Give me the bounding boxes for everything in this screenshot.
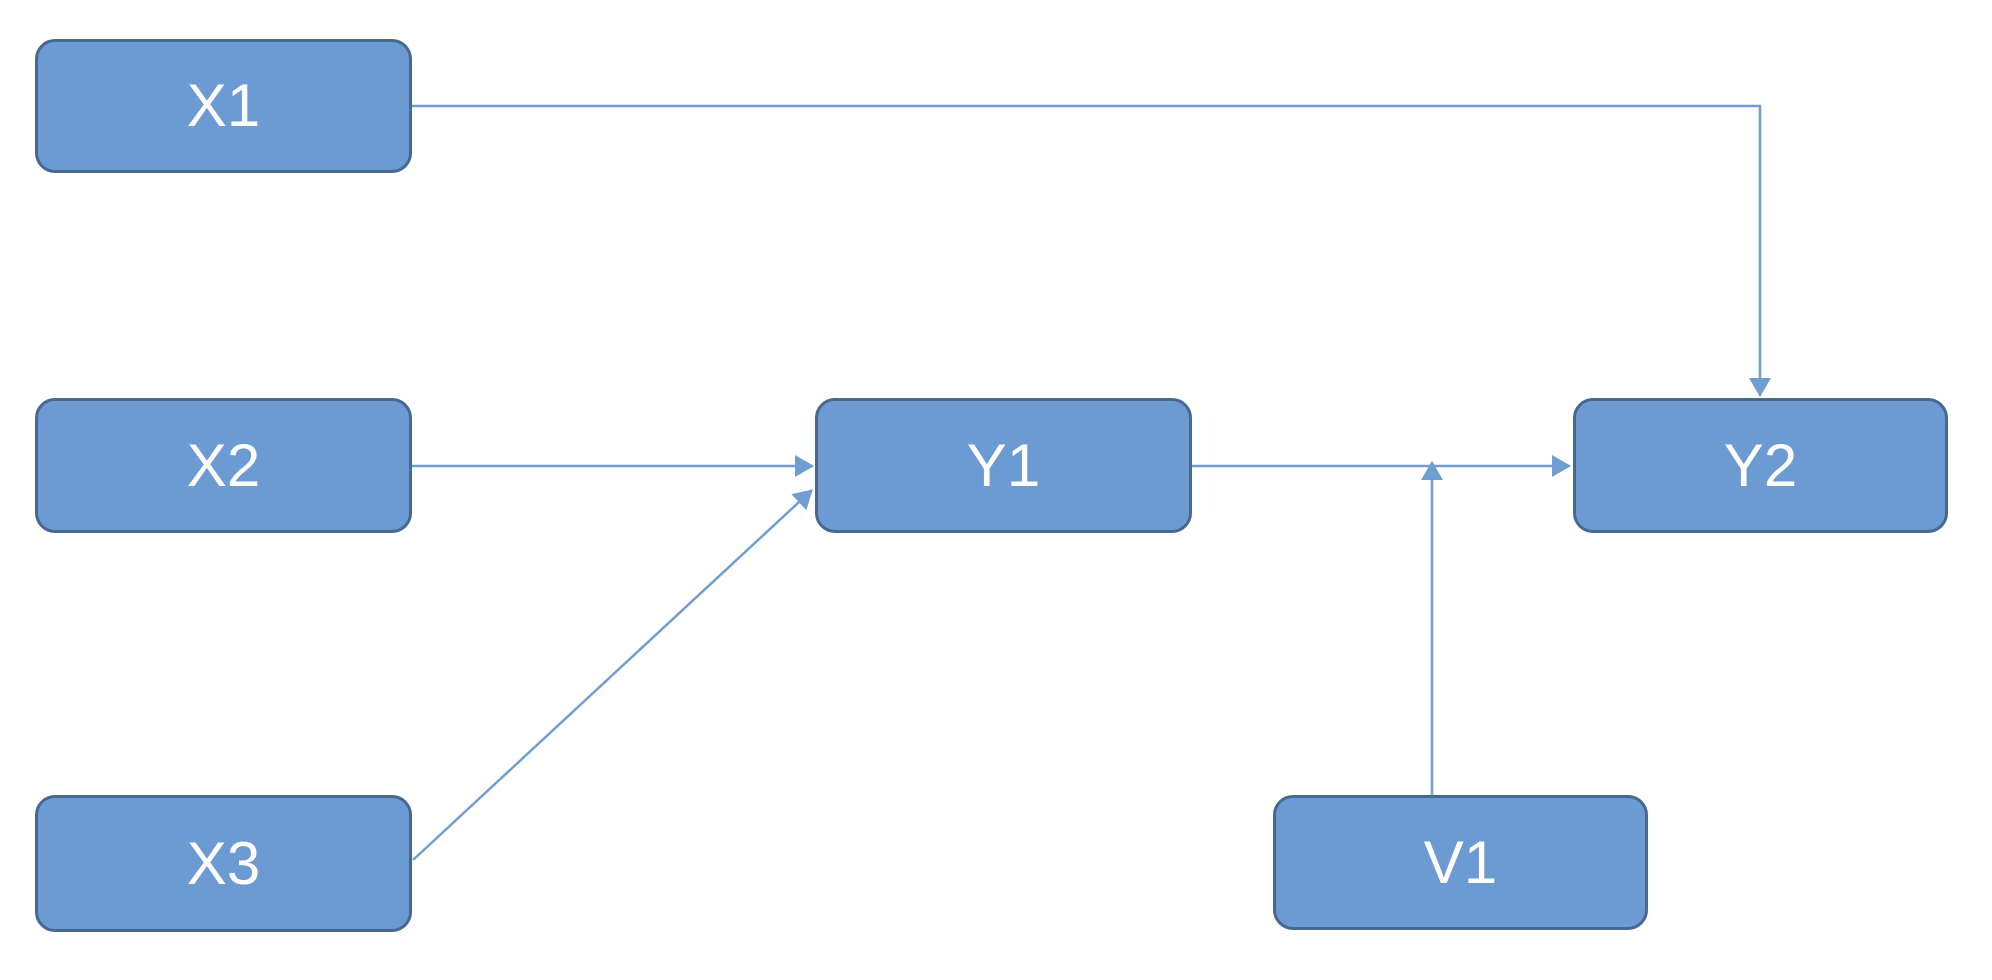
edge-x1-to-y2 [412, 104, 1771, 397]
node-y2-label: Y2 [1723, 431, 1798, 499]
node-x3-label: X3 [186, 829, 261, 897]
node-y1-label: Y1 [966, 431, 1041, 499]
node-x1: X1 [35, 39, 412, 173]
node-v1: V1 [1273, 795, 1648, 930]
node-x2: X2 [35, 398, 412, 533]
node-v1-label: V1 [1423, 828, 1498, 896]
node-x3: X3 [35, 795, 412, 932]
edge-x3-to-y1 [412, 489, 813, 861]
node-y1: Y1 [815, 398, 1192, 533]
node-y2: Y2 [1573, 398, 1948, 533]
node-x2-label: X2 [186, 431, 261, 499]
node-x1-label: X1 [186, 72, 261, 139]
